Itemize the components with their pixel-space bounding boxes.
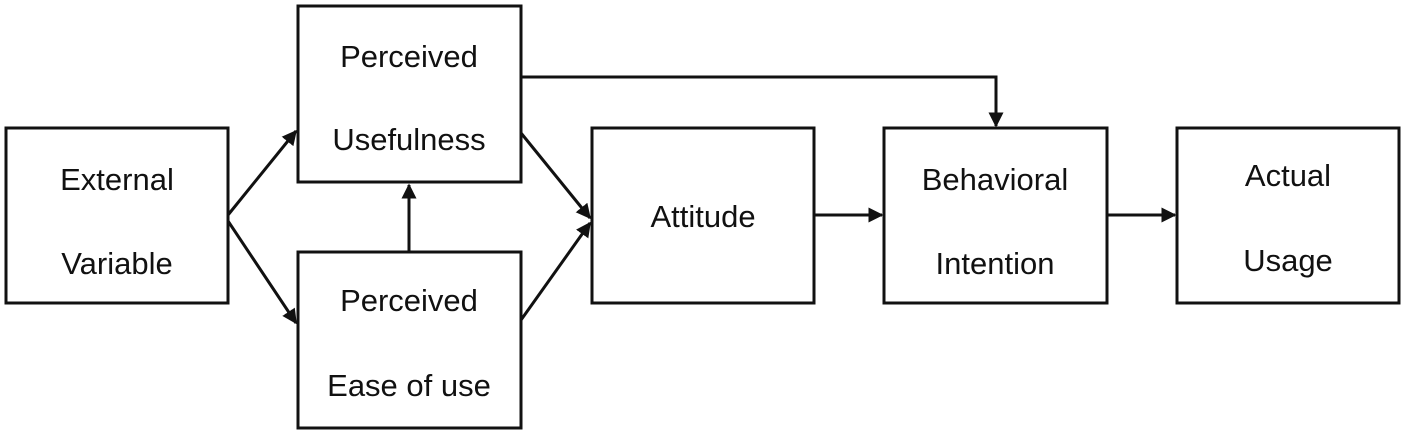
node-label-line2: Intention	[936, 246, 1055, 281]
node-label-line2: Variable	[61, 246, 172, 281]
node-perceived-ease-of-use: Perceived Ease of use	[296, 250, 523, 430]
node-actual-usage: Actual Usage	[1175, 126, 1401, 305]
node-box	[296, 250, 523, 430]
node-box	[590, 126, 816, 305]
node-label-line1: Behavioral	[922, 162, 1068, 197]
node-label-line1: Actual	[1245, 158, 1331, 193]
edge-ease-to-attitude	[519, 221, 592, 321]
node-label-line2: Usefulness	[332, 122, 485, 157]
edges	[226, 75, 1177, 325]
node-label-line1: Attitude	[650, 199, 755, 234]
node-behavioral-intention: Behavioral Intention	[882, 126, 1109, 305]
node-label-line1: External	[60, 162, 174, 197]
node-label-line1: Perceived	[340, 39, 478, 74]
node-attitude: Attitude	[590, 126, 816, 305]
node-label-line1: Perceived	[340, 283, 478, 318]
node-perceived-usefulness: Perceived Usefulness	[296, 4, 523, 184]
edge-usefulness-to-attitude	[519, 132, 592, 220]
node-box	[4, 126, 230, 305]
edge-usefulness-to-intention	[521, 75, 1004, 128]
node-box	[1175, 126, 1401, 305]
node-box	[296, 4, 523, 184]
edge-external-to-ease	[226, 220, 298, 325]
node-label-line2: Ease of use	[327, 368, 491, 403]
node-box	[882, 126, 1109, 305]
edge-external-to-usefulness	[226, 129, 298, 216]
node-external-variable: External Variable	[4, 126, 230, 305]
node-label-line2: Usage	[1243, 243, 1333, 278]
